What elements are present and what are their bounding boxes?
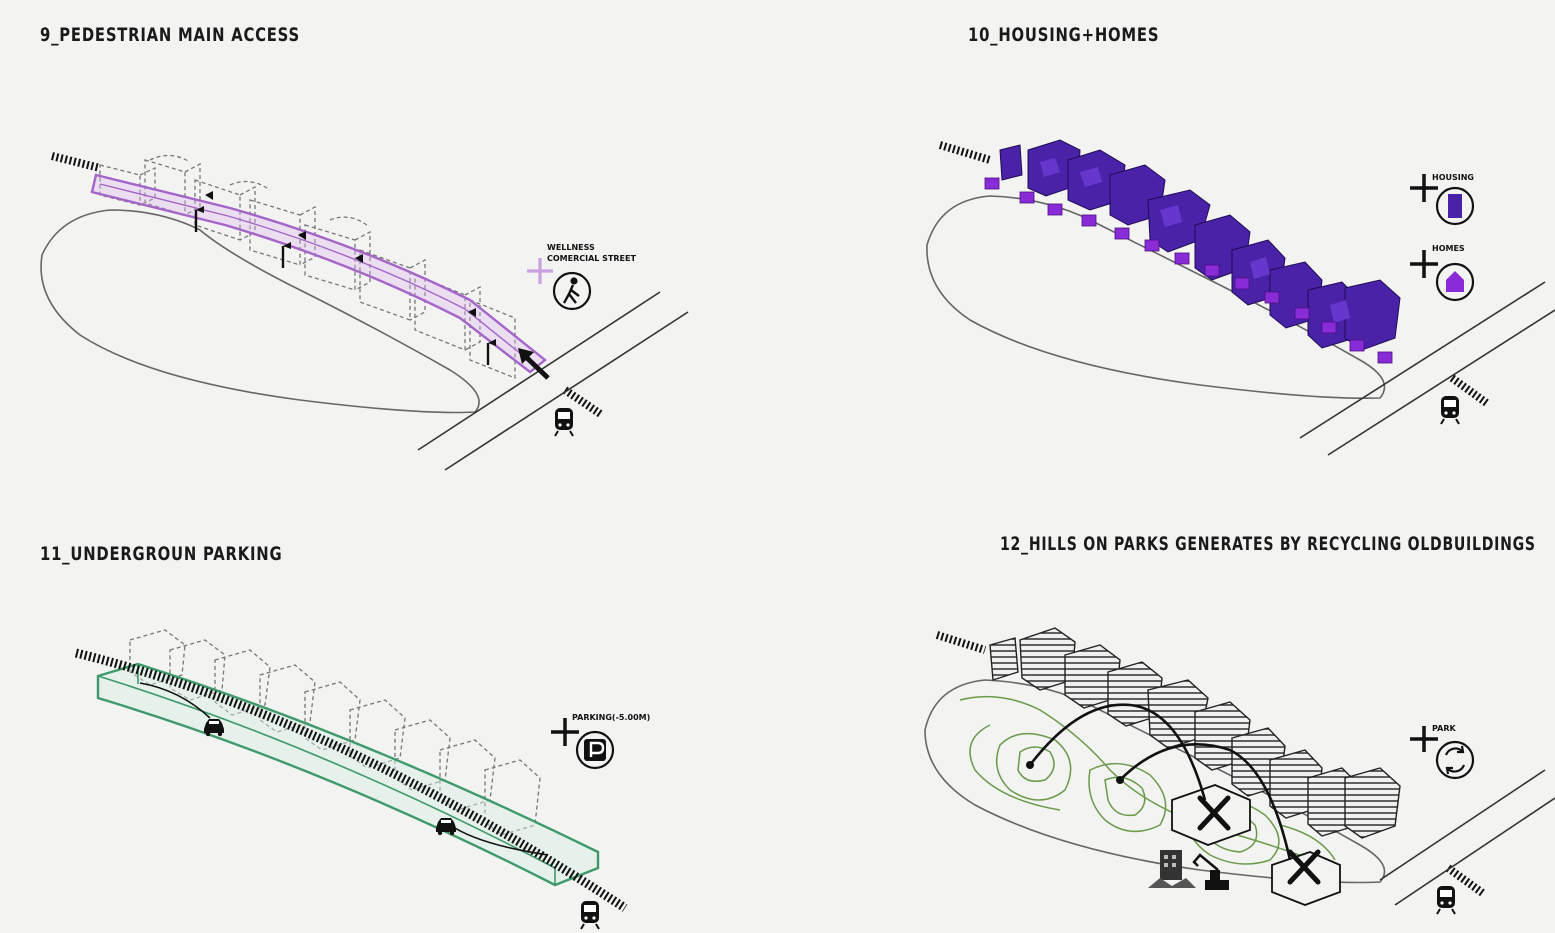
- legend-label-line2: COMERCIAL STREET: [547, 254, 636, 263]
- legend-homes-label: HOMES: [1432, 244, 1465, 253]
- excavator-icon: [1192, 853, 1229, 890]
- railway-track: [562, 386, 605, 419]
- road-edge: [1394, 797, 1555, 906]
- train-icon: [1440, 395, 1460, 425]
- housing-block-icon: [1448, 194, 1462, 218]
- old-building-icon: [1148, 850, 1196, 888]
- home-icon: [1446, 271, 1464, 292]
- pedestrian-street: [90, 173, 547, 374]
- panel-9-diagram: WELLNESS COMERCIAL STREET: [40, 152, 689, 471]
- train-icon: [1436, 885, 1456, 915]
- parking-icon: [584, 739, 606, 761]
- legend-homes: HOMES: [1410, 244, 1475, 302]
- legend-park-label: PARK: [1432, 724, 1456, 733]
- railway-track: [51, 152, 101, 172]
- legend-housing: HOUSING: [1410, 173, 1475, 226]
- panel-12-diagram: PARK: [924, 627, 1555, 915]
- railway-track: [1449, 374, 1491, 408]
- legend-housing-label: HOUSING: [1432, 173, 1474, 182]
- legend-wellness-street: WELLNESS COMERCIAL STREET: [527, 243, 636, 311]
- panel-12-title: 12_HILLS ON PARKS GENERATES BY RECYCLING…: [1000, 533, 1536, 555]
- recycle-icon: [1444, 745, 1466, 775]
- demolition-x-icon: [1197, 795, 1321, 885]
- road-edge: [1299, 281, 1546, 439]
- legend-label-line1: WELLNESS: [547, 243, 595, 252]
- hill-contours: [959, 695, 1341, 871]
- legend-parking: PARKING(-5.00M): [551, 713, 650, 770]
- panel-10-diagram: HOUSING HOMES: [926, 139, 1555, 456]
- site-outline: [926, 195, 1386, 400]
- panel-10-title: 10_HOUSING+HOMES: [968, 24, 1160, 46]
- railway-track: [935, 631, 987, 654]
- legend-parking-label: PARKING(-5.00M): [572, 713, 650, 722]
- site-outline: [924, 679, 1386, 884]
- train-icon: [580, 900, 600, 930]
- panel-9-title: 9_PEDESTRIAN MAIN ACCESS: [40, 24, 300, 46]
- road-edge: [1379, 769, 1546, 881]
- road-edge: [444, 311, 689, 471]
- panel-11-title: 11_UNDERGROUN PARKING: [40, 543, 283, 565]
- railway-track: [938, 141, 992, 164]
- pedestrian-icon: [562, 277, 580, 304]
- road-edge: [1327, 309, 1555, 456]
- home-units: [984, 177, 1393, 364]
- panel-11-diagram: PARKING(-5.00M): [74, 629, 650, 930]
- car-route: [139, 682, 211, 719]
- train-icon: [554, 407, 574, 437]
- existing-buildings-outline: [99, 154, 516, 379]
- main-access-arrow: [518, 348, 550, 380]
- legend-park: PARK: [1410, 724, 1475, 780]
- recycling-arcs: [1028, 703, 1292, 861]
- site-outline: [40, 209, 480, 414]
- car-route: [449, 824, 549, 856]
- railway-track: [1445, 864, 1487, 898]
